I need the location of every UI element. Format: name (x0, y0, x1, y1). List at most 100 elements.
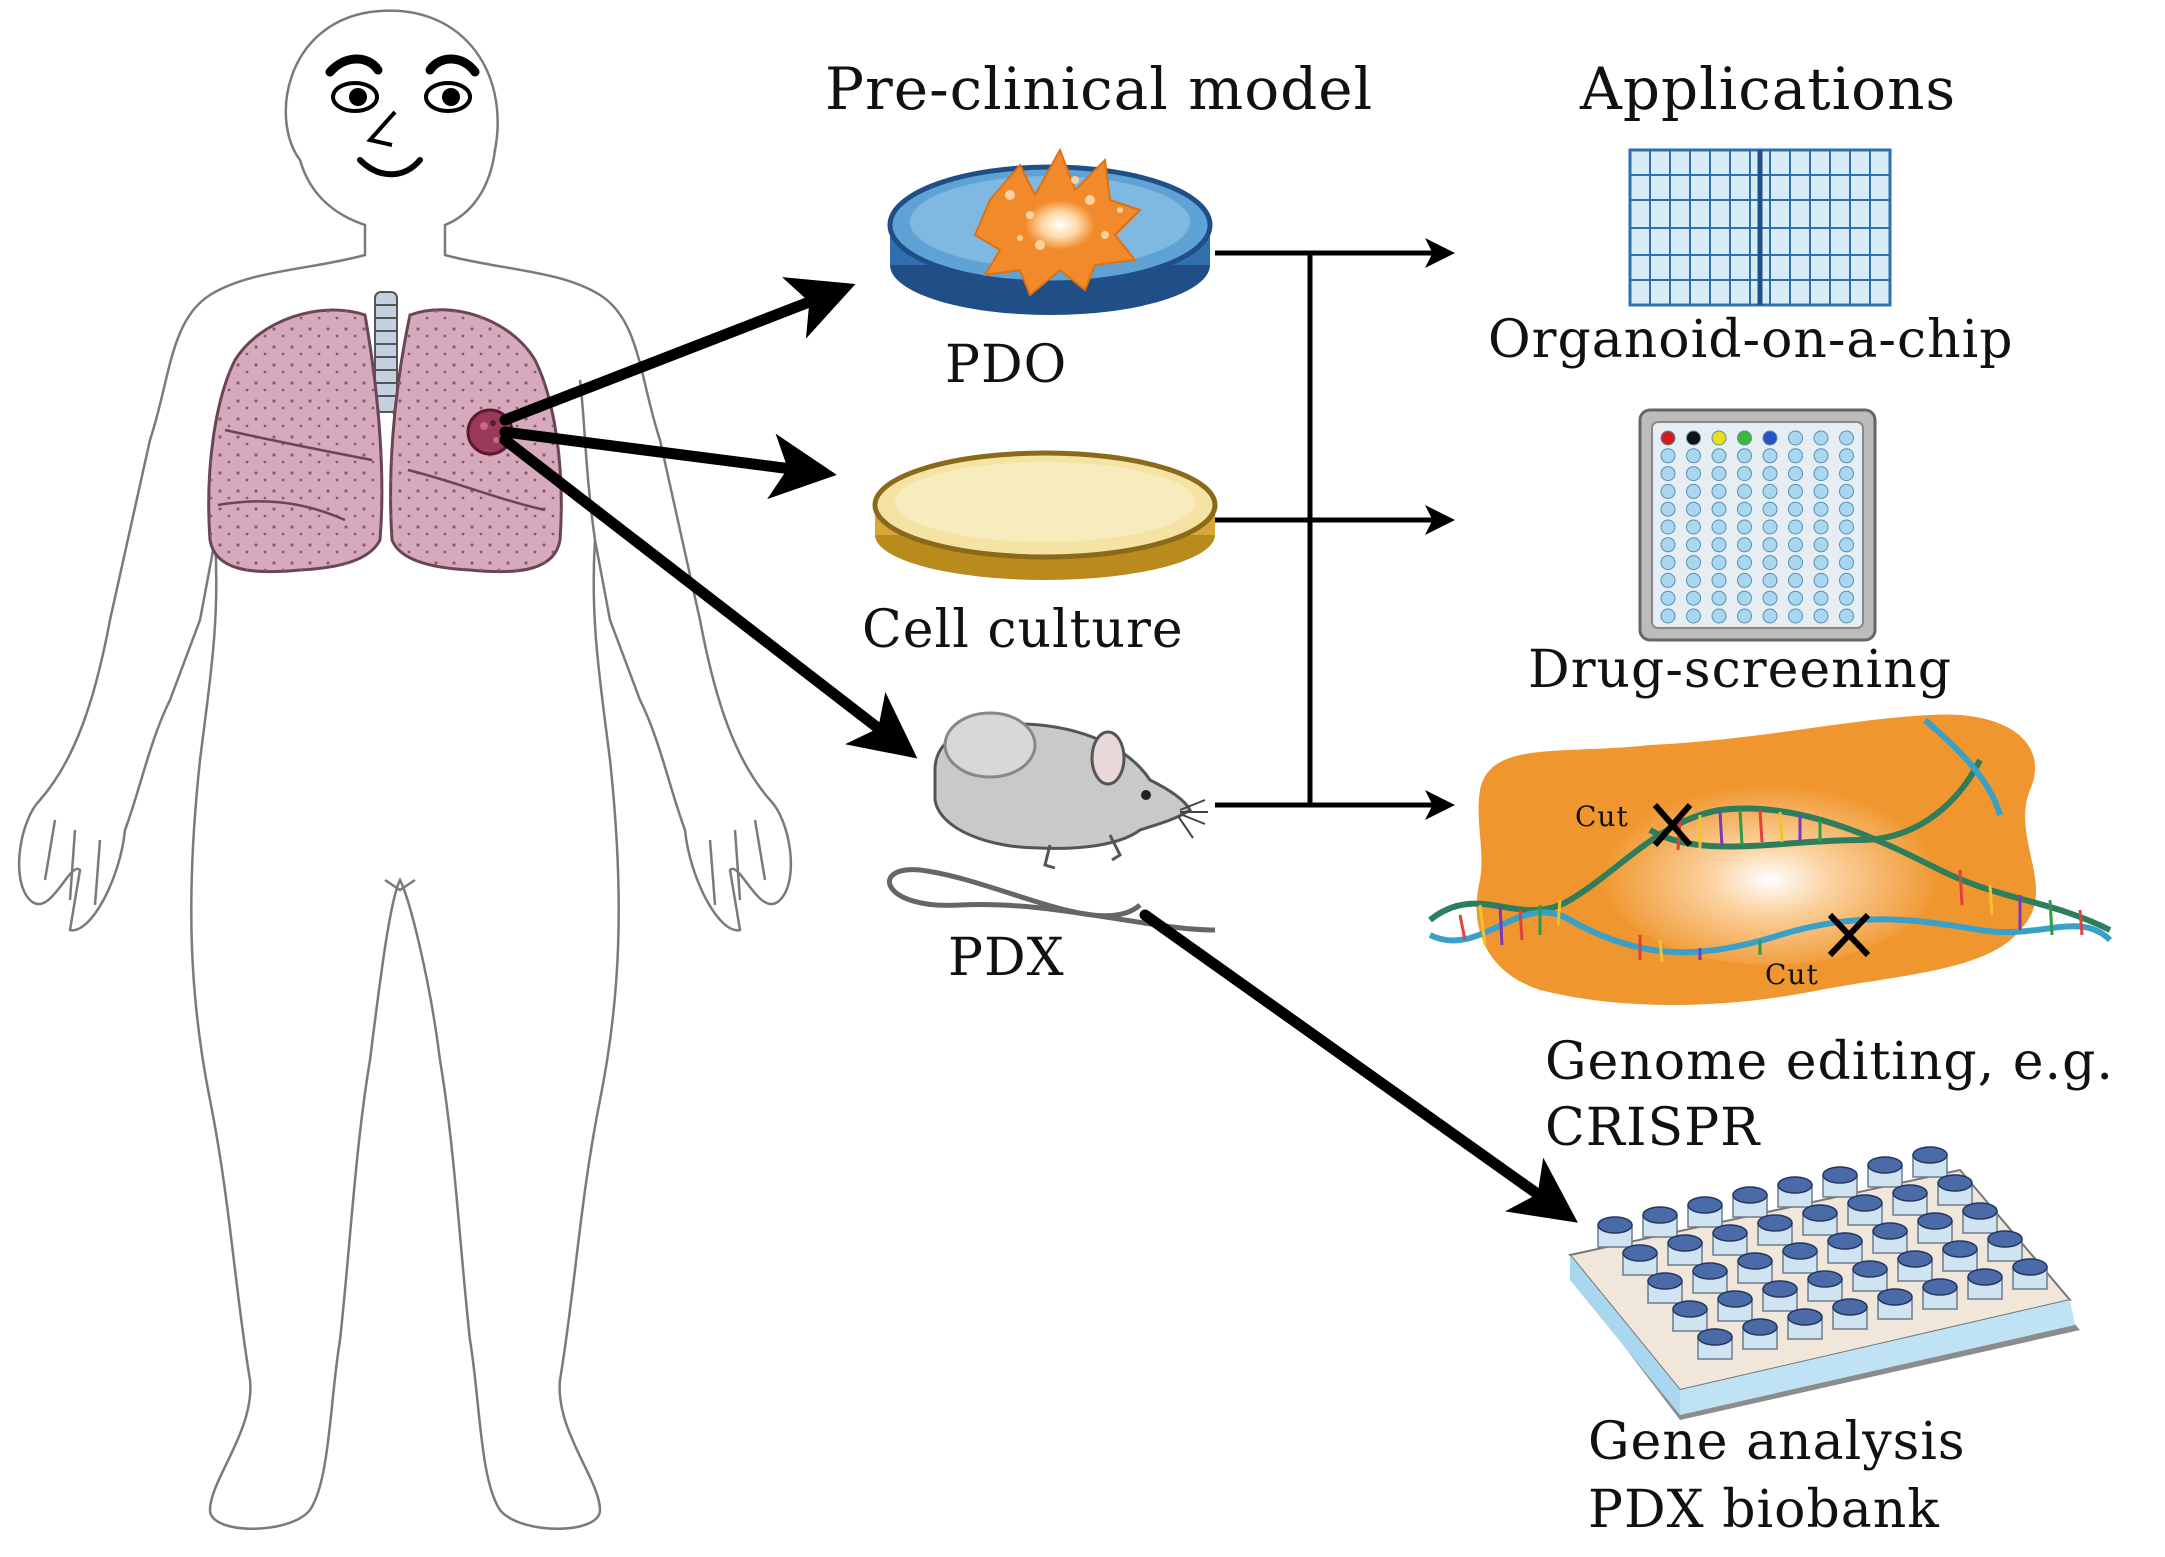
well (1839, 590, 1854, 606)
well (1737, 448, 1752, 464)
well (1711, 466, 1727, 482)
tumor-bump (943, 711, 1037, 779)
well (1762, 537, 1778, 553)
label-pdo: PDO (945, 335, 1068, 395)
well (1788, 537, 1803, 553)
well (1839, 483, 1854, 499)
well (1686, 555, 1701, 571)
well (1839, 466, 1854, 482)
cell-culture-dish-illustration (872, 450, 1218, 580)
well (1686, 483, 1701, 499)
well (1762, 590, 1778, 606)
well (1711, 590, 1727, 606)
well (1762, 430, 1778, 446)
well (1737, 537, 1752, 553)
well (1813, 555, 1829, 571)
drug-screening-plate-illustration (1638, 408, 1877, 642)
well (1762, 572, 1778, 588)
header-preclinical-model: Pre-clinical model (825, 55, 1374, 123)
well (1737, 466, 1752, 482)
vial-grid (1597, 1146, 2048, 1360)
label-crispr: CRISPR (1545, 1098, 1761, 1158)
vial-cap (1597, 1216, 1633, 1234)
label-gene-analysis: Gene analysis (1588, 1412, 1966, 1472)
well (1711, 501, 1727, 517)
well (1839, 448, 1854, 464)
well (1686, 537, 1701, 553)
vial-cap (1737, 1252, 1773, 1270)
well (1839, 608, 1854, 624)
well (1813, 608, 1829, 624)
well (1660, 572, 1676, 588)
well (1686, 448, 1701, 464)
well (1813, 501, 1829, 517)
vial-cap (1717, 1290, 1753, 1308)
vial-cap (1877, 1288, 1913, 1306)
well (1788, 572, 1803, 588)
well (1711, 519, 1727, 535)
well (1737, 519, 1752, 535)
well (1788, 466, 1803, 482)
vial-cap (1937, 1174, 1973, 1192)
well (1660, 555, 1676, 571)
vial-cap (1802, 1204, 1838, 1222)
arrow-to-cell-culture (499, 426, 837, 500)
mouth (357, 157, 423, 178)
vial-cap (1777, 1176, 1813, 1194)
connector-lines (1215, 238, 1455, 820)
well (1813, 448, 1829, 464)
well (1711, 608, 1727, 624)
lungs-illustration (207, 291, 563, 574)
well (1813, 430, 1829, 446)
well (1737, 430, 1752, 446)
well (1711, 430, 1727, 446)
mouse-illustration (887, 711, 1216, 933)
vial-cap (1647, 1272, 1683, 1290)
face (325, 54, 480, 178)
well (1839, 572, 1854, 588)
label-genome-editing: Genome editing, e.g. (1545, 1032, 2114, 1092)
vial-cap (1822, 1166, 1858, 1184)
well (1737, 483, 1752, 499)
organoid-chip-illustration (1628, 148, 1892, 307)
well (1686, 466, 1701, 482)
vial-cap (1642, 1206, 1678, 1224)
well (1711, 448, 1727, 464)
vial-cap (1742, 1318, 1778, 1336)
header-applications: Applications (1580, 55, 1957, 123)
well (1788, 608, 1803, 624)
label-cell-culture: Cell culture (862, 600, 1184, 660)
well (1737, 501, 1752, 517)
biobank-illustration (1568, 1146, 2080, 1420)
vial-cap (2012, 1258, 2048, 1276)
well (1686, 501, 1701, 517)
vial-cap (1697, 1328, 1733, 1346)
vial-cap (1917, 1212, 1953, 1230)
vial-cap (1672, 1300, 1708, 1318)
well (1788, 555, 1803, 571)
crispr-illustration (1428, 714, 2113, 1005)
well (1660, 430, 1676, 446)
vial-cap (1782, 1242, 1818, 1260)
vial-cap (1962, 1202, 1998, 1220)
label-cut-top: Cut (1575, 800, 1629, 833)
arrow-to-biobank (1139, 909, 1578, 1223)
well (1813, 590, 1829, 606)
well (1660, 608, 1676, 624)
label-pdx: PDX (948, 928, 1065, 988)
well (1737, 590, 1752, 606)
arrows-from-tumor (499, 277, 918, 759)
well (1711, 555, 1727, 571)
well (1686, 608, 1701, 624)
nose (366, 110, 397, 147)
well (1813, 519, 1829, 535)
vial-cap (1922, 1278, 1958, 1296)
well (1839, 519, 1854, 535)
vial-cap (1912, 1146, 1948, 1164)
well (1737, 608, 1752, 624)
well (1686, 590, 1701, 606)
well (1686, 572, 1701, 588)
well (1686, 519, 1701, 535)
well (1660, 466, 1676, 482)
vial-cap (1732, 1186, 1768, 1204)
